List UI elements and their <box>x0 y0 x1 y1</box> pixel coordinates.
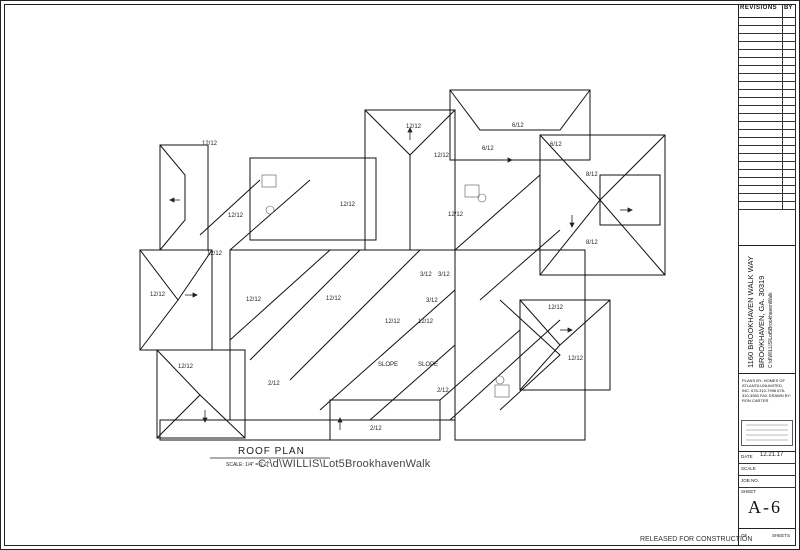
by-column-divider <box>782 4 783 210</box>
address-line2: BROOKHAVEN, GA. 30319 <box>757 275 766 368</box>
svg-text:12/12: 12/12 <box>340 202 356 208</box>
file-path-overlay: C:\d\WILLIS\Lot5BrookhavenWalk <box>258 458 431 470</box>
svg-text:3/12: 3/12 <box>438 272 450 278</box>
svg-text:12/12: 12/12 <box>418 319 434 325</box>
scale-label: SCALE <box>741 466 756 471</box>
svg-text:12/12: 12/12 <box>448 212 464 218</box>
date-label: DATE <box>741 454 753 459</box>
release-note: RELEASED FOR CONSTRUCTION <box>640 536 753 543</box>
svg-text:12/12: 12/12 <box>178 364 194 370</box>
sheet-number: A-6 <box>748 497 782 517</box>
svg-text:12/12: 12/12 <box>434 153 450 159</box>
svg-text:12/12: 12/12 <box>548 305 564 311</box>
date-value: 12.21.17 <box>760 452 784 458</box>
svg-text:12/12: 12/12 <box>202 141 218 147</box>
svg-text:12/12: 12/12 <box>385 319 401 325</box>
sheets-label: SHEETS <box>772 533 791 538</box>
plans-by-block <box>741 420 793 446</box>
svg-text:8/12: 8/12 <box>586 240 598 246</box>
svg-text:3/12: 3/12 <box>426 298 438 304</box>
svg-text:8/12: 8/12 <box>586 172 598 178</box>
plans-by-text: PLANS BY: HOMES OF ATLANTA UNLIMITED, IN… <box>742 378 791 403</box>
svg-text:12/12: 12/12 <box>326 296 342 302</box>
of-label: OF <box>741 533 748 538</box>
svg-text:6/12: 6/12 <box>512 123 524 129</box>
sheet-label: SHEET <box>741 489 757 494</box>
address-line1: 1160 BROOKHAVEN WALK WAY <box>746 256 755 368</box>
svg-text:2/12: 2/12 <box>437 388 449 394</box>
svg-text:12/12: 12/12 <box>150 292 166 298</box>
svg-text:6/12: 6/12 <box>482 146 494 152</box>
job-label: JOB NO. <box>741 478 760 483</box>
by-header: BY <box>784 5 793 11</box>
svg-text:SLOPE: SLOPE <box>418 362 438 368</box>
title-block <box>738 4 796 545</box>
svg-text:SLOPE: SLOPE <box>378 362 398 368</box>
title-underline <box>210 457 330 459</box>
svg-text:3/12: 3/12 <box>420 272 432 278</box>
inner-border <box>4 4 796 546</box>
title-block-file-path: C:\d\WILLIS\Lot5BrookhavenWalk <box>768 292 774 368</box>
svg-text:12/12: 12/12 <box>207 251 223 257</box>
svg-text:12/12: 12/12 <box>568 356 584 362</box>
drawing-title: ROOF PLAN <box>238 446 305 457</box>
svg-text:2/12: 2/12 <box>268 381 280 387</box>
svg-text:6/12: 6/12 <box>550 142 562 148</box>
svg-text:12/12: 12/12 <box>406 124 422 130</box>
revisions-header: REVISIONS <box>740 5 778 11</box>
drawing-scale: SCALE: 1/4" = 1'-0" <box>226 462 270 468</box>
svg-text:12/12: 12/12 <box>246 297 262 303</box>
svg-text:2/12: 2/12 <box>370 426 382 432</box>
svg-text:12/12: 12/12 <box>228 213 244 219</box>
